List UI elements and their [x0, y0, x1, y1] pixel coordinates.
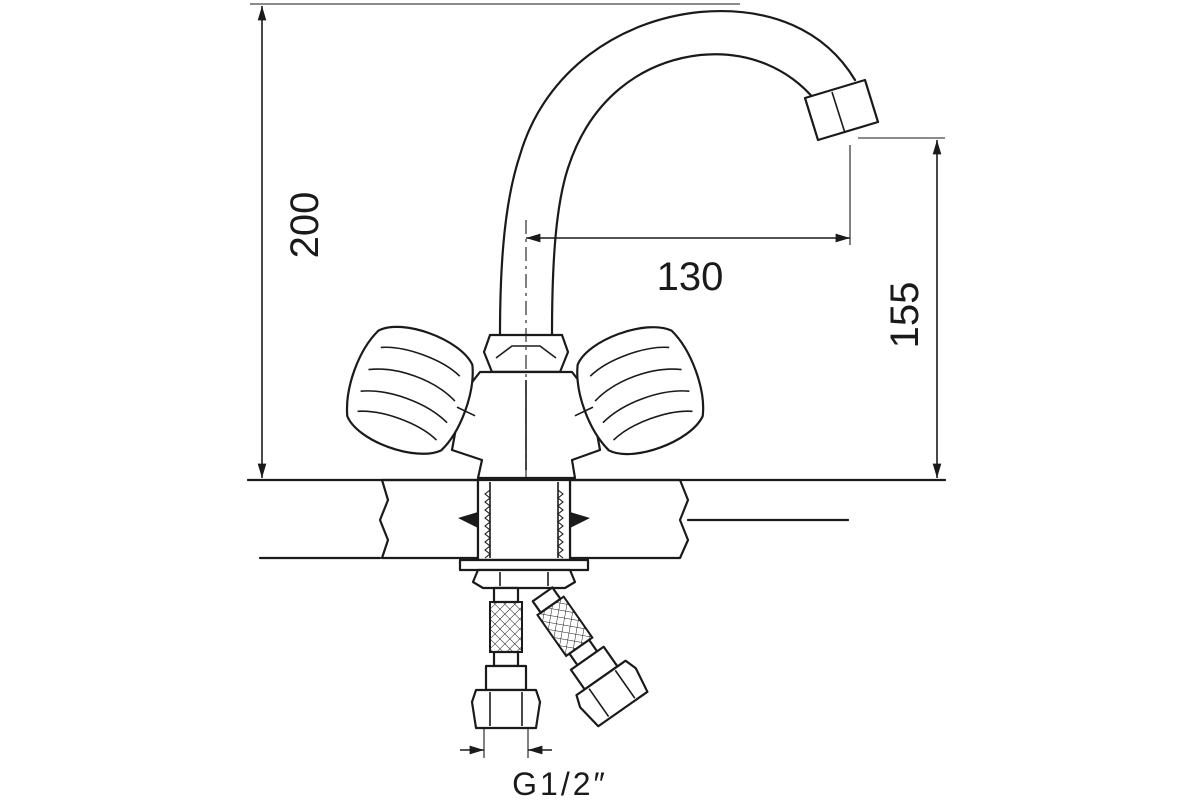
left-valve-handle	[345, 325, 476, 455]
supply-hose-angled	[531, 586, 649, 728]
dimension-connection-thread: G1/2″	[460, 728, 608, 800]
right-valve-handle	[574, 326, 705, 456]
thread-size-label: G1/2″	[512, 766, 608, 800]
dimension-total-height: 200	[250, 3, 740, 478]
supply-hose-straight	[470, 586, 542, 730]
dimension-label-200: 200	[283, 192, 327, 259]
dimension-label-130: 130	[657, 255, 724, 299]
dimension-reach: 130	[526, 145, 851, 299]
dimension-label-155: 155	[883, 282, 927, 349]
mounting-stud	[458, 478, 590, 590]
countertop-section	[246, 478, 947, 560]
dimension-spout-height: 155	[858, 137, 945, 478]
faucet-spout	[482, 10, 880, 374]
